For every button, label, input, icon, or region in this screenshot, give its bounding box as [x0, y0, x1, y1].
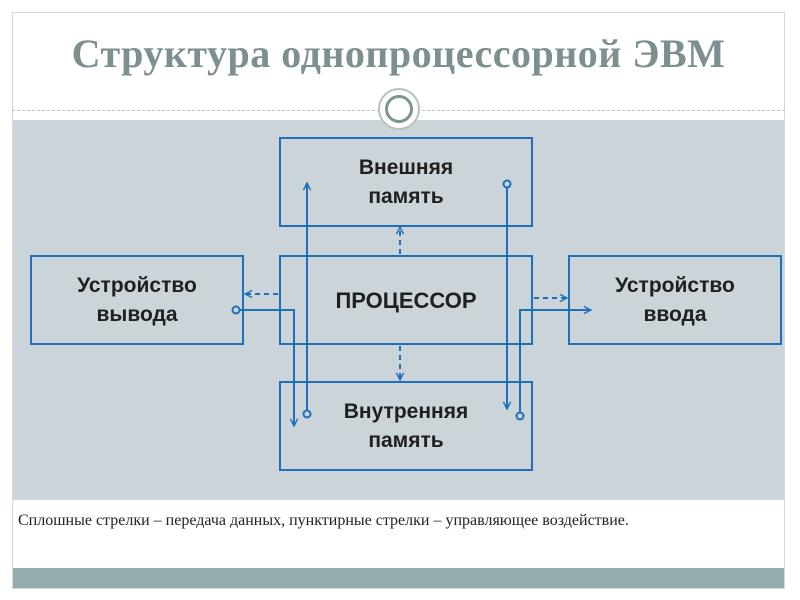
- circle-ornament-icon: [378, 88, 420, 130]
- external-memory-label: Внешняя память: [358, 156, 454, 208]
- processor-box: ПРОЦЕССОР: [279, 255, 533, 345]
- output-device-label: Устройство вывода: [77, 274, 197, 326]
- origin-dot-internal-memory-right: [515, 411, 525, 421]
- internal-memory-label: Внутренняя память: [343, 400, 469, 452]
- input-device-box: Устройство ввода: [568, 255, 782, 345]
- data-arrow-from-output-device: [238, 309, 294, 426]
- processor-label: ПРОЦЕССОР: [335, 287, 477, 313]
- output-device-box: Устройство вывода: [30, 255, 244, 345]
- origin-dot-external-memory: [502, 179, 512, 189]
- data-arrow-to-input-device: [519, 310, 591, 414]
- external-memory-box: Внешняя память: [279, 137, 533, 227]
- slide-title: Структура однопроцессорной ЭВМ: [71, 31, 726, 76]
- origin-dot-internal-memory-left: [302, 409, 312, 419]
- legend-footnote: Сплошные стрелки – передача данных, пунк…: [18, 512, 629, 529]
- circle-ornament-inner: [385, 95, 413, 123]
- origin-dot-output-device: [231, 305, 241, 315]
- internal-memory-box: Внутренняя память: [279, 381, 533, 471]
- bottom-bar: [13, 568, 784, 588]
- input-device-label: Устройство ввода: [615, 274, 735, 326]
